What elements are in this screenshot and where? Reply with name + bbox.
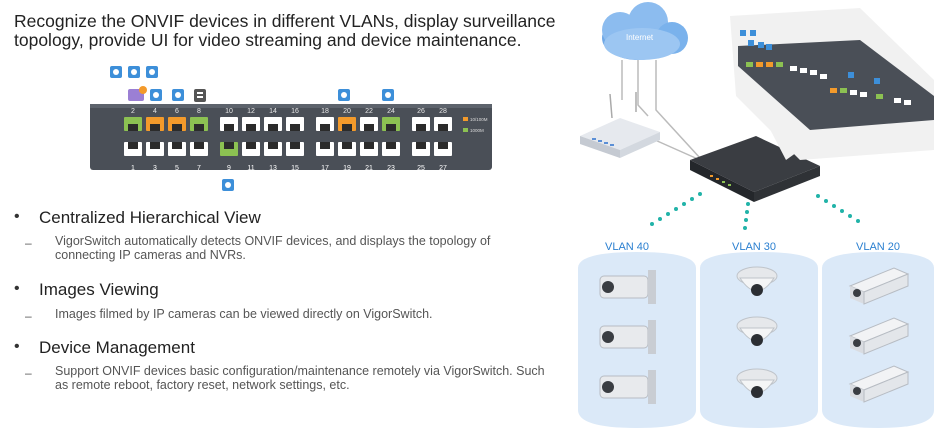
topology-diagram: VLAN 40 VLAN 30 VLAN 20 Internet (578, 2, 934, 428)
port-socket (246, 124, 256, 131)
port-number-label: 1 (131, 165, 135, 172)
port-number-label: 26 (417, 108, 425, 115)
onvif-camera-icon (222, 179, 234, 191)
feature-description: Images filmed by IP cameras can be viewe… (55, 307, 433, 321)
port-socket (342, 124, 352, 131)
port-socket (268, 124, 278, 131)
port-socket (438, 124, 448, 131)
port-socket (386, 142, 396, 149)
vlan-link-dots (650, 192, 860, 230)
port-number-label: 4 (153, 108, 157, 115)
port-number-label: 10 (225, 108, 233, 115)
internet-cloud-icon (602, 2, 688, 60)
port-number-label: 3 (153, 165, 157, 172)
port-number-label: 17 (321, 165, 329, 172)
port-number-label: 28 (439, 108, 447, 115)
port-number-label: 27 (439, 165, 447, 172)
bullet-camera-icon (599, 320, 656, 354)
vlan-label: VLAN 30 (732, 241, 776, 253)
feature-title: Images Viewing (39, 280, 159, 299)
onvif-camera-icon (172, 89, 184, 101)
port-number-label: 6 (175, 108, 179, 115)
port-number-label: 12 (247, 108, 255, 115)
port-socket (290, 142, 300, 149)
port-socket (150, 142, 160, 149)
port-number-label: 16 (291, 108, 299, 115)
headline: Recognize the ONVIF devices in different… (14, 11, 556, 50)
port-socket (290, 124, 300, 131)
port-socket (268, 142, 278, 149)
port-number-label: 25 (417, 165, 425, 172)
dome-camera-icon (736, 266, 778, 296)
router-icon (580, 92, 660, 158)
dome-camera-icon (736, 316, 778, 346)
port-number-label: 14 (269, 108, 277, 115)
nvr-icon (128, 86, 147, 101)
port-number-label: 18 (321, 108, 329, 115)
box-camera-icon (848, 267, 910, 305)
port-socket (224, 142, 234, 149)
port-socket (128, 124, 138, 131)
port-socket (194, 124, 204, 131)
port-number-label: 8 (197, 108, 201, 115)
feature-description: Support ONVIF devices basic configuratio… (55, 364, 545, 392)
device-icon (194, 89, 206, 102)
legend-label-1000: 1000M (470, 128, 484, 133)
port-number-label: 13 (269, 165, 277, 172)
box-camera-icon (848, 317, 910, 355)
switch-callout (730, 8, 934, 160)
port-number-label: 23 (387, 165, 395, 172)
vlan-label: VLAN 40 (605, 241, 649, 253)
port-socket (416, 142, 426, 149)
port-number-label: 19 (343, 165, 351, 172)
port-socket (320, 142, 330, 149)
port-socket (128, 142, 138, 149)
onvif-camera-icon (382, 89, 394, 101)
onvif-camera-icon (146, 66, 158, 78)
port-number-label: 22 (365, 108, 373, 115)
legend-label-10-100: 10/100M (470, 117, 488, 122)
feature-description: VigorSwitch automatically detects ONVIF … (55, 234, 491, 262)
port-socket (172, 124, 182, 131)
port-number-label: 24 (387, 108, 395, 115)
port-socket (320, 124, 330, 131)
port-socket (364, 124, 374, 131)
feature-title: Centralized Hierarchical View (39, 208, 261, 227)
port-number-label: 21 (365, 165, 373, 172)
port-socket (150, 124, 160, 131)
onvif-camera-icon (150, 89, 162, 101)
port-number-label: 20 (343, 108, 351, 115)
switch-panel: 2143658710912111413161518172019222124232… (90, 66, 492, 191)
dome-camera-icon (736, 368, 778, 398)
vlan-label: VLAN 20 (856, 241, 900, 253)
port-number-label: 5 (175, 165, 179, 172)
onvif-camera-icon (128, 66, 140, 78)
port-number-label: 9 (227, 165, 231, 172)
bullet-camera-icon (599, 270, 656, 304)
port-socket (172, 142, 182, 149)
port-number-label: 7 (197, 165, 201, 172)
onvif-camera-icon (338, 89, 350, 101)
bullet-camera-icon (599, 370, 656, 404)
port-socket (438, 142, 448, 149)
cloud-label: Internet (626, 33, 654, 42)
port-socket (416, 124, 426, 131)
feature-title: Device Management (39, 338, 195, 357)
port-number-label: 2 (131, 108, 135, 115)
onvif-camera-icon (110, 66, 122, 78)
port-number-label: 15 (291, 165, 299, 172)
port-socket (224, 124, 234, 131)
port-socket (386, 124, 396, 131)
box-camera-icon (848, 365, 910, 403)
port-socket (194, 142, 204, 149)
port-socket (364, 142, 374, 149)
vigorswitch-icon (690, 136, 820, 202)
port-number-label: 11 (247, 165, 254, 172)
port-socket (246, 142, 256, 149)
port-socket (342, 142, 352, 149)
